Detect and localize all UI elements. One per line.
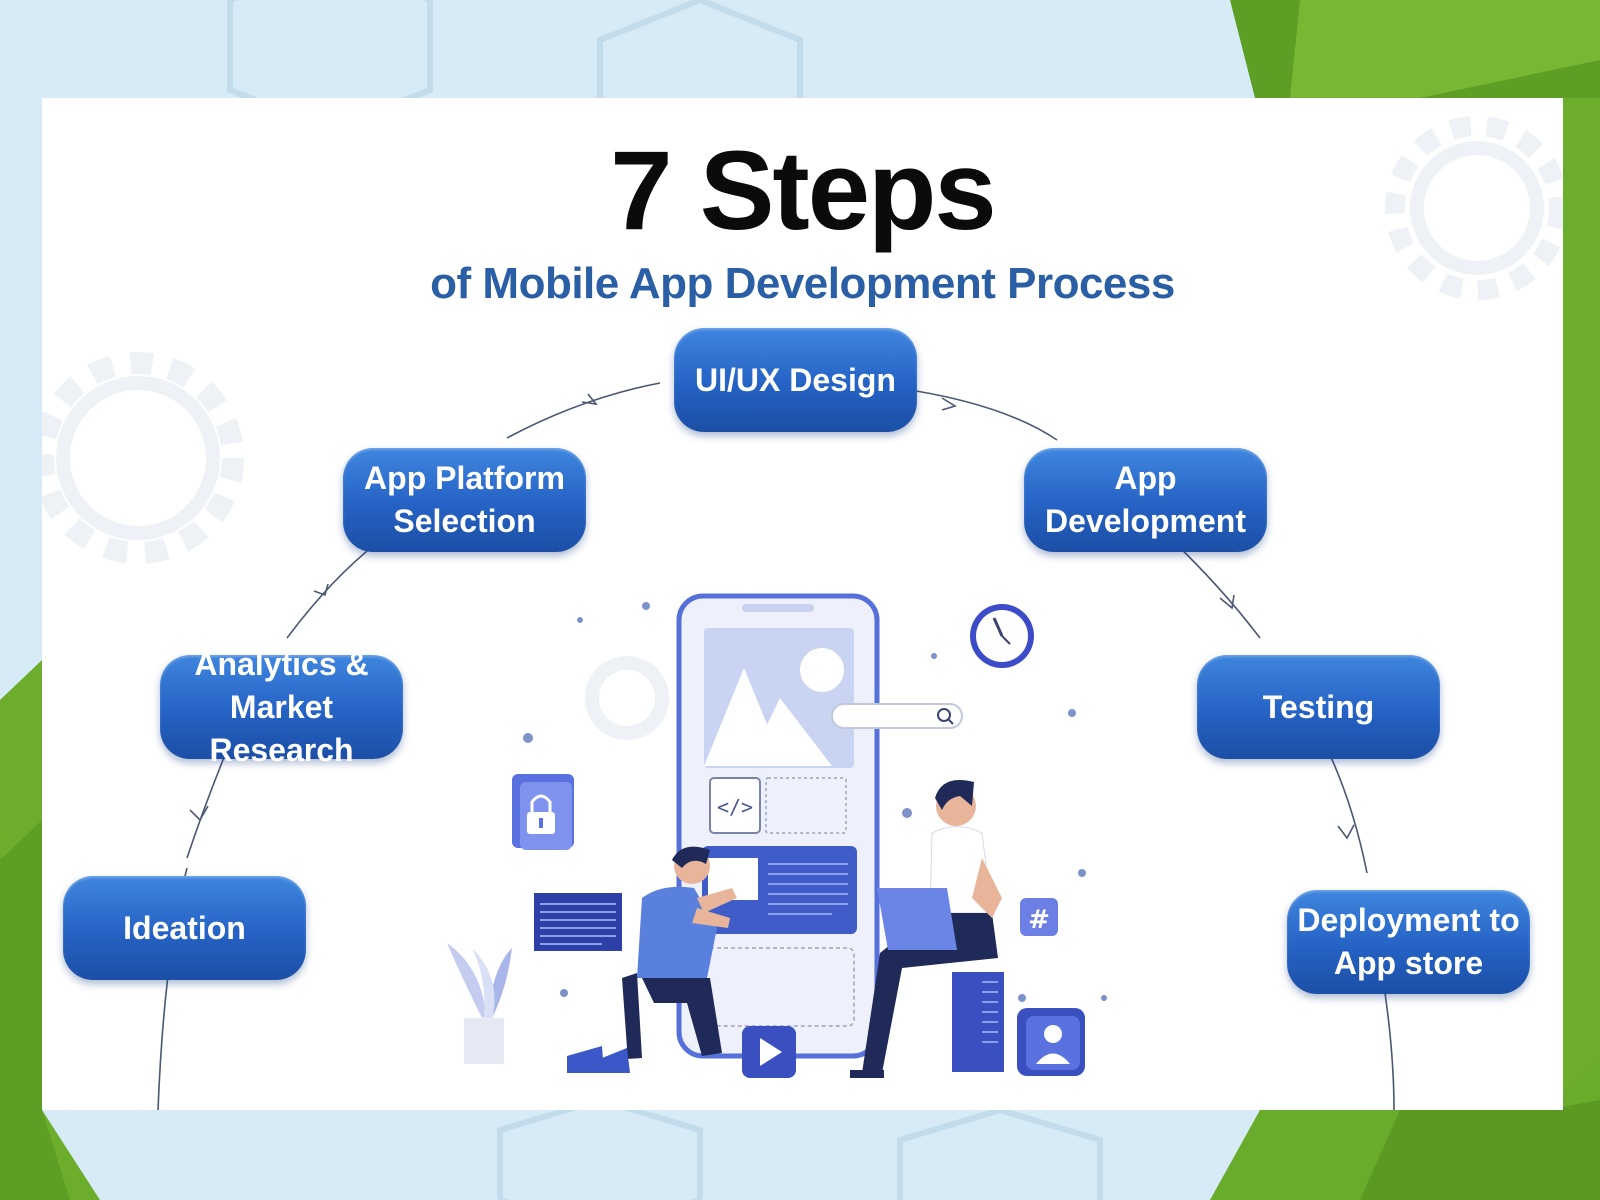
- clock-icon: [970, 604, 1034, 668]
- page-subtitle: of Mobile App Development Process: [430, 259, 1175, 308]
- code-icon: </>: [717, 795, 753, 819]
- play-icon: [742, 1026, 796, 1078]
- step-app-development[interactable]: App Development: [1024, 448, 1267, 552]
- step-deployment-to-app-store[interactable]: Deployment to App store: [1287, 890, 1530, 994]
- step-analytics-market-research[interactable]: Analytics & Market Research: [160, 646, 403, 768]
- user-profile-icon: [1017, 1008, 1085, 1076]
- step-ui-ux-design[interactable]: UI/UX Design: [674, 328, 917, 432]
- person-sitting-icon: [850, 780, 1002, 1078]
- server-icon: [952, 972, 1004, 1072]
- step-app-platform-selection[interactable]: App Platform Selection: [343, 448, 586, 552]
- search-icon: [831, 703, 963, 729]
- phone-icon: [676, 593, 880, 1059]
- step-ideation[interactable]: Ideation: [63, 876, 306, 980]
- infographic-card: </>: [42, 98, 1563, 1110]
- step-testing[interactable]: Testing: [1197, 655, 1440, 759]
- person-kneeling-icon: [567, 846, 737, 1073]
- hash-icon: #: [1028, 905, 1050, 935]
- page-title: 7 Steps: [610, 128, 996, 253]
- code-window-icon: [534, 893, 622, 951]
- plant-icon: [447, 943, 512, 1064]
- hash-tag-icon: [1020, 898, 1058, 936]
- lock-icon: [512, 774, 574, 850]
